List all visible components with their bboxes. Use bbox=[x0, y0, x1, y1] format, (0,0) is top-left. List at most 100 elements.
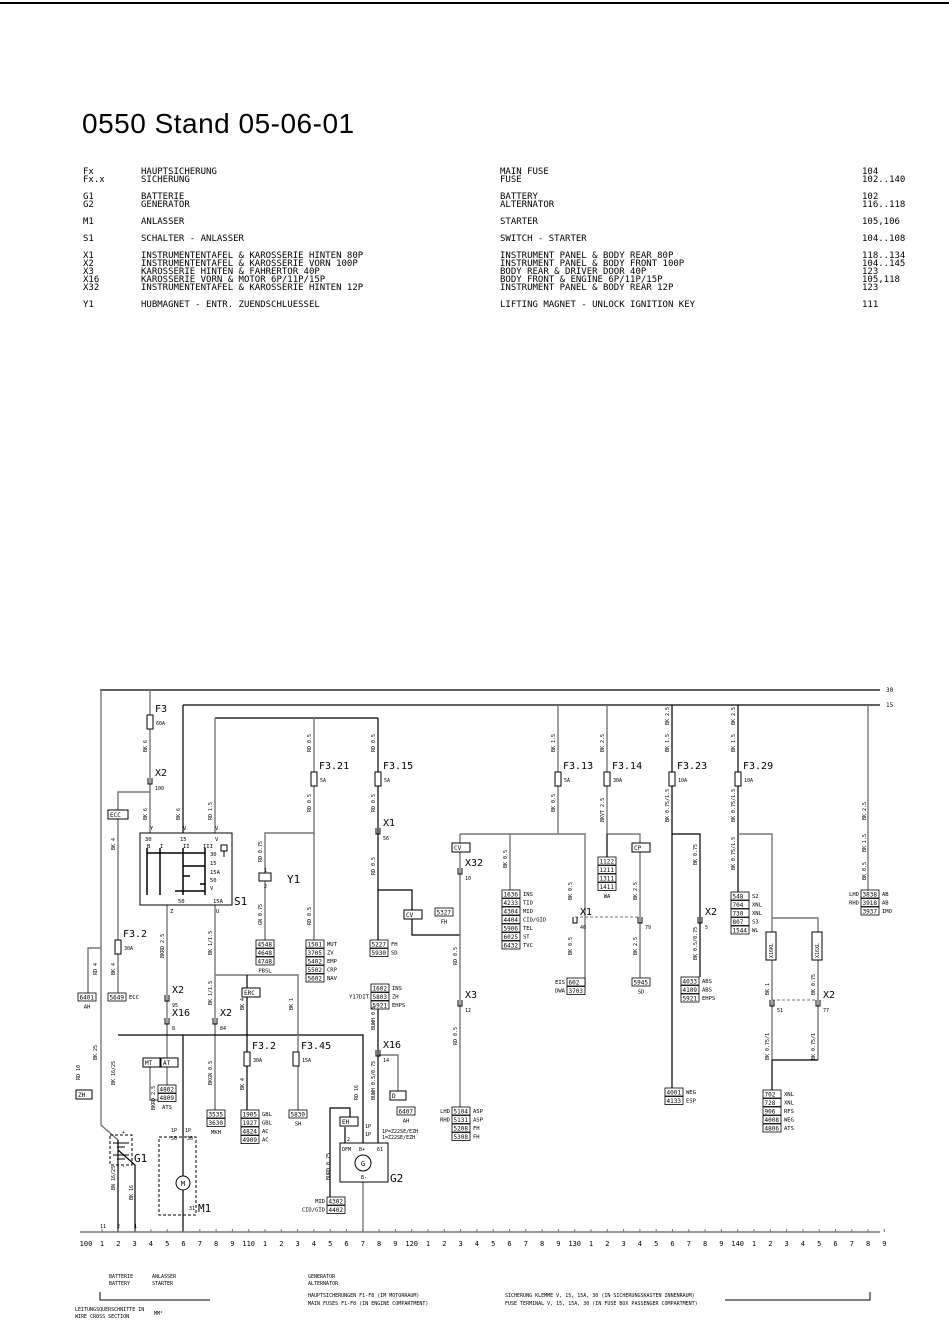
legend-page: 104 bbox=[862, 167, 879, 177]
block-code: 1501 bbox=[308, 941, 323, 948]
block-cell bbox=[730, 891, 750, 901]
block-code: 5502 bbox=[308, 967, 323, 974]
block-cell bbox=[762, 1106, 782, 1116]
block-caption: AH bbox=[403, 1119, 410, 1125]
grid-number: 1 bbox=[100, 1240, 104, 1248]
block-function: RFS bbox=[784, 1109, 794, 1115]
legend-de: INSTRUMENTENTAFEL & KAROSSERIE HINTEN 80… bbox=[141, 251, 364, 261]
legend-en: ALTERNATOR bbox=[500, 200, 555, 210]
legend-de: SCHALTER - ANLASSER bbox=[141, 234, 244, 244]
block-prefix: LHD bbox=[440, 1109, 450, 1115]
block-cell bbox=[326, 1205, 346, 1214]
block-code: 4404 bbox=[504, 917, 519, 924]
block-function: XNL bbox=[752, 903, 763, 909]
grid-number: 8 bbox=[540, 1240, 544, 1248]
wire-gauge-label: BK 16 bbox=[129, 1185, 135, 1200]
switch-contacts bbox=[146, 848, 206, 895]
wire-gauge-label: RD 0.75 bbox=[258, 841, 264, 862]
grid-number: 3 bbox=[132, 1240, 136, 1248]
wire bbox=[772, 917, 819, 1060]
switch-terminal: V bbox=[210, 886, 214, 892]
legend-code: X2 bbox=[83, 259, 94, 269]
switch-terminal: 15A bbox=[210, 870, 221, 876]
connector-symbol bbox=[572, 917, 578, 924]
block-code: 1211 bbox=[600, 867, 615, 874]
wire-gauge-label: BK 0.75/1 bbox=[811, 1033, 817, 1060]
fuse-rating: 60A bbox=[156, 721, 165, 727]
block-code: 3918 bbox=[863, 900, 878, 907]
block-cell bbox=[597, 873, 617, 883]
switch-terminal: 15A bbox=[213, 899, 224, 905]
wire-gauge-label: BK 6 bbox=[143, 808, 149, 820]
fuse-rating: 10A bbox=[744, 778, 753, 784]
component-G1: G1 bbox=[134, 1152, 147, 1165]
fuse-symbol bbox=[114, 939, 122, 955]
block-caption: MKH bbox=[211, 1130, 221, 1136]
legend-code: X3 bbox=[83, 267, 94, 277]
fuse-rating: 15A bbox=[302, 1058, 311, 1064]
legend-page: 104..108 bbox=[862, 234, 906, 244]
label-box bbox=[631, 842, 651, 853]
block-code: 3838 bbox=[863, 891, 878, 898]
block-code: 4548 bbox=[258, 941, 273, 948]
grid-number: 7 bbox=[687, 1240, 691, 1248]
footer-fuse-term_de: SICHERUNG KLEMME V, 15, 15A, 30 (IN SICH… bbox=[505, 1293, 695, 1299]
block-cell bbox=[396, 1106, 416, 1116]
block-code: 4001 bbox=[667, 1089, 682, 1096]
grid-number: 3 bbox=[621, 1240, 625, 1248]
wire-gauge-label: RD 0.5 bbox=[371, 857, 377, 875]
connector-symbol bbox=[375, 828, 381, 835]
switch-terminal: 15 bbox=[180, 837, 187, 843]
block-cell bbox=[451, 1115, 471, 1124]
block-cell bbox=[305, 973, 325, 983]
box-label: X16XL bbox=[815, 943, 821, 958]
block-function: MUT bbox=[327, 942, 338, 948]
wire bbox=[118, 1034, 364, 1143]
legend-de: INSTRUMENTENTAFEL & KAROSSERIE VORN 100P bbox=[141, 259, 358, 269]
block-cell bbox=[206, 1118, 226, 1127]
wire-gauge-label: BK 0.75/1.5 bbox=[665, 789, 671, 822]
footer-battery-de: BATTERIE bbox=[109, 1274, 133, 1280]
connector-symbol bbox=[637, 917, 643, 924]
connector-name: X3 bbox=[465, 990, 477, 1001]
label-box bbox=[389, 1090, 407, 1101]
block-function: ASP bbox=[473, 1109, 484, 1115]
grid-number: 4 bbox=[149, 1240, 153, 1248]
block-code: 1411 bbox=[600, 884, 615, 891]
terminal-label: 1P bbox=[365, 1124, 371, 1130]
footer-starter-en: STARTER bbox=[152, 1281, 174, 1287]
block-prefix: Y17DIT bbox=[349, 995, 370, 1001]
block-cell bbox=[305, 948, 325, 957]
legend-code: X1 bbox=[83, 251, 94, 261]
block-cell bbox=[762, 1123, 782, 1133]
fuse-name: F3.45 bbox=[301, 1041, 331, 1052]
legend-de: HAUPTSICHERUNG bbox=[141, 167, 217, 177]
legend-de: ANLASSER bbox=[141, 217, 185, 227]
block-code: 702 bbox=[765, 1091, 776, 1098]
page-top-rule bbox=[0, 2, 949, 4]
grid-number: 7 bbox=[198, 1240, 202, 1248]
footer-starter-de: ANLASSER bbox=[152, 1274, 177, 1280]
fuse-symbol bbox=[554, 771, 562, 787]
footer-fuse-term_en: FUSE TERMINAL V, 15, 15A, 30 (IN FUSE BO… bbox=[505, 1301, 698, 1307]
block-code: 3937 bbox=[863, 908, 878, 915]
fuse-symbol bbox=[603, 771, 611, 787]
switch-terminal: V bbox=[215, 837, 219, 843]
block-function: TID bbox=[523, 901, 533, 907]
box-label: CP bbox=[634, 845, 642, 852]
block-code: 4806 bbox=[765, 1125, 780, 1132]
block-function: FH bbox=[391, 942, 398, 948]
connector-name: X2 bbox=[705, 907, 717, 918]
block-cell bbox=[664, 1087, 684, 1097]
wire bbox=[117, 791, 150, 993]
legend-page: 104..145 bbox=[862, 259, 906, 269]
block-code: 4824 bbox=[243, 1128, 258, 1135]
block-cell bbox=[501, 932, 521, 941]
legend-code: G1 bbox=[83, 192, 94, 202]
block-cell bbox=[255, 948, 275, 957]
wire-gauge-label: BK 6 bbox=[176, 808, 182, 820]
grid-number: 6 bbox=[507, 1240, 511, 1248]
